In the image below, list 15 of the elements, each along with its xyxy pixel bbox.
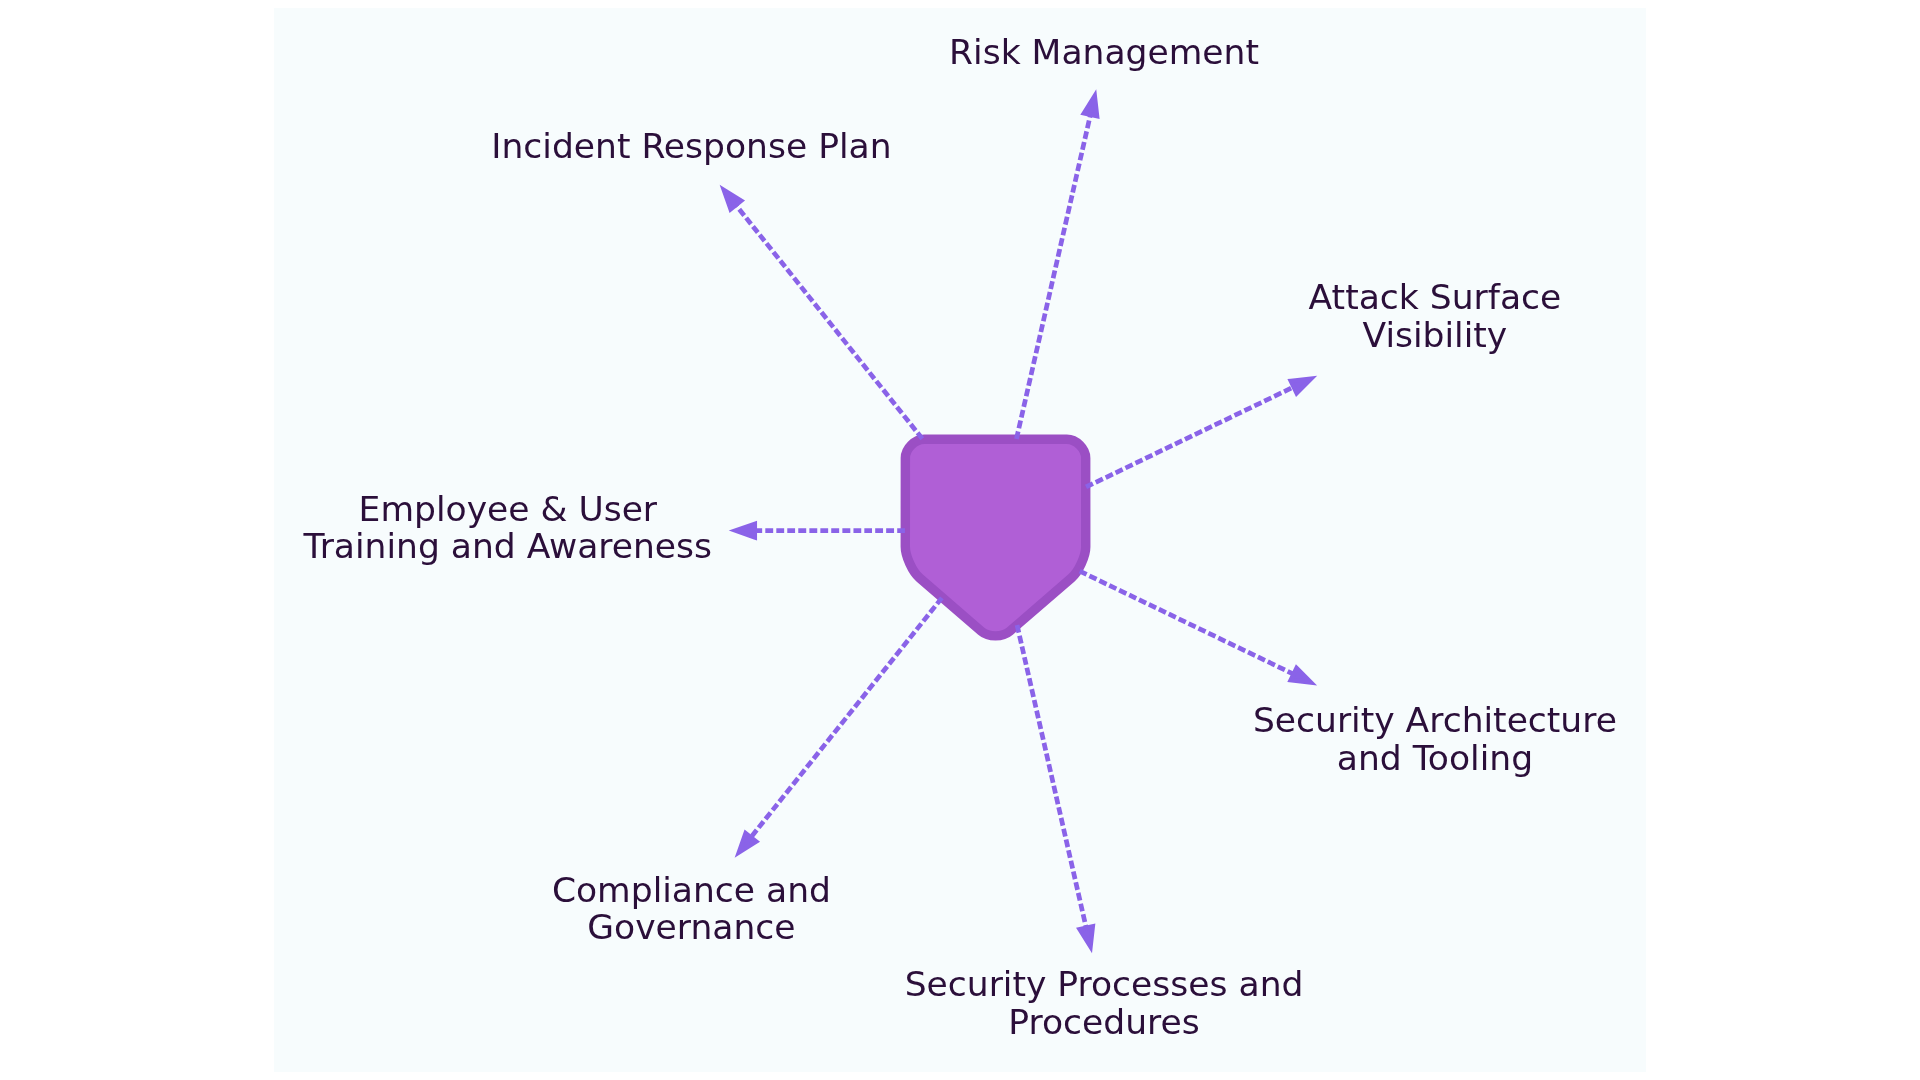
node-text: Employee & User Training and Awareness [303,488,713,567]
node-shield [900,434,1091,641]
node-text: Security Architecture and Tooling [1252,700,1617,778]
node-text: Compliance and Governance [551,869,831,948]
node-text: Incident Response Plan [491,126,892,167]
arrow [1085,375,1318,490]
arrow [728,520,905,541]
arrow [1014,624,1096,954]
arrow [1078,569,1318,686]
arrow [1014,89,1100,440]
node-text: Risk Management [949,31,1259,72]
arrow [719,184,925,441]
node-text: Security Processes and Procedures [904,964,1304,1042]
arrow [734,596,944,858]
node-text: Attack Surface Visibility [1308,276,1562,355]
